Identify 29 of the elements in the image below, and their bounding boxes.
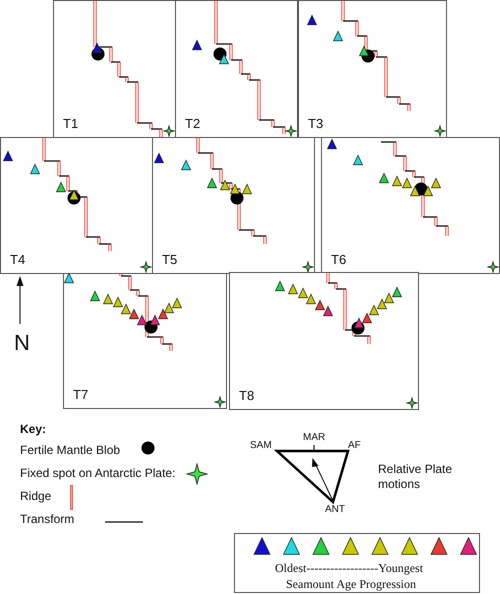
panel-label: T3 <box>308 116 324 131</box>
map-panel <box>0 137 153 274</box>
plate-label: ANT <box>325 504 345 515</box>
plate-label: SAM <box>250 440 272 451</box>
legend-text: Ridge <box>20 489 52 503</box>
panel-label: T5 <box>162 252 178 267</box>
panel-label: T4 <box>10 252 26 267</box>
map-panel <box>229 272 419 410</box>
panel-label: T8 <box>239 388 254 403</box>
panel-label: T1 <box>63 116 78 131</box>
legend-text: Fixed spot on Antarctic Plate: <box>20 466 176 480</box>
key-heading: Key: <box>20 422 46 436</box>
legend-text: Transform <box>20 512 74 526</box>
panel-label: T2 <box>185 116 200 131</box>
panel-label: T6 <box>331 252 346 267</box>
map-panel <box>321 137 500 274</box>
age-scale-text: Oldest------------------Youngest <box>275 561 424 576</box>
age-scale-caption: Seamount Age Progression <box>286 577 416 592</box>
map-panel <box>298 0 447 138</box>
caption-text: Relative Plate motions <box>378 462 454 492</box>
map-panel <box>152 137 315 274</box>
panel-label: T7 <box>73 387 88 402</box>
map-panel <box>63 273 227 409</box>
map-panel <box>53 0 176 138</box>
map-panel <box>175 0 298 138</box>
plate-label: MAR <box>303 432 326 443</box>
north-label: N <box>14 330 30 356</box>
plate-label: AF <box>348 440 361 451</box>
legend-text: Fertile Mantle Blob <box>20 443 120 457</box>
